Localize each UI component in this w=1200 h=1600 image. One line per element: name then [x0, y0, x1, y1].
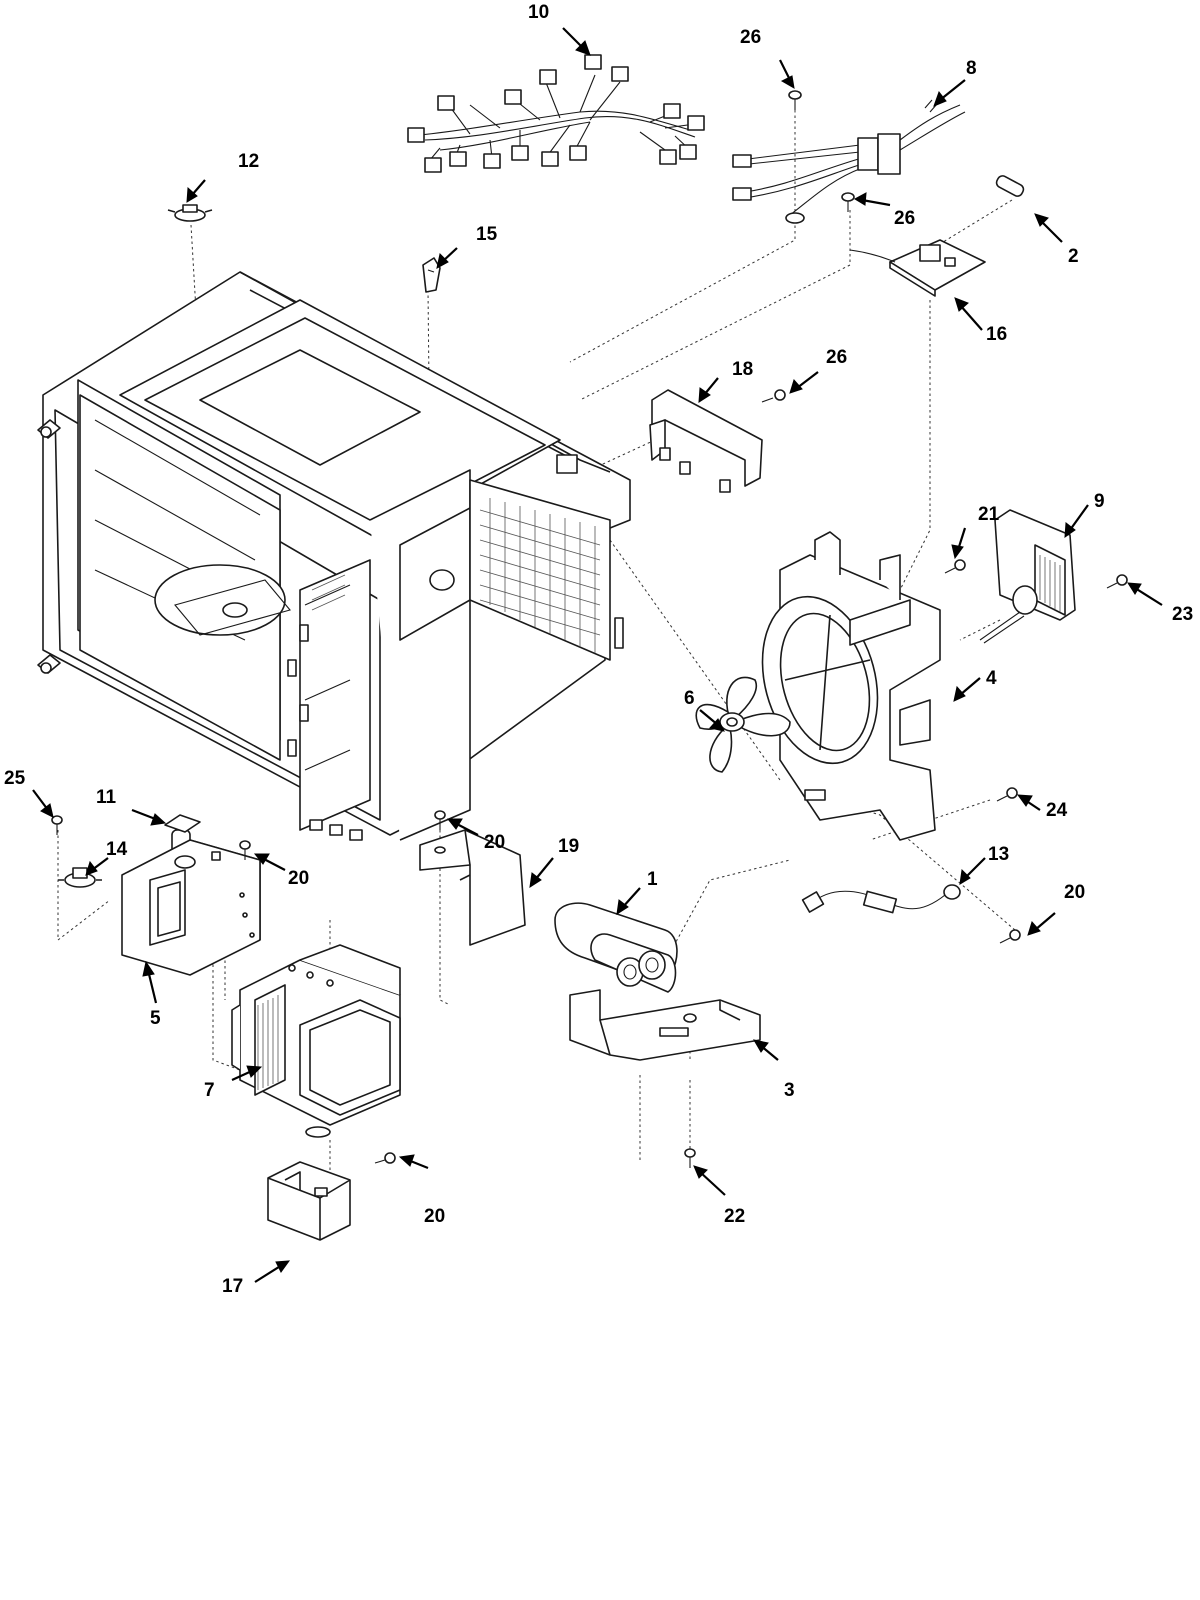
- fan-blade: [695, 676, 791, 773]
- callout-26a: 26: [740, 27, 761, 48]
- callout-20b: 20: [288, 868, 309, 889]
- callout-5: 5: [150, 1008, 161, 1029]
- callout-1: 1: [647, 869, 658, 890]
- screw-23: [1106, 574, 1128, 589]
- callout-20a: 20: [484, 832, 505, 853]
- hv-transformer: [231, 944, 401, 1138]
- callout-20d: 20: [424, 1206, 445, 1227]
- screw-24: [996, 787, 1018, 802]
- callout-11: 11: [96, 787, 117, 808]
- duct-cover: [649, 389, 763, 493]
- callout-10: 10: [528, 2, 549, 23]
- callout-19: 19: [558, 836, 579, 857]
- noise-filter-board: [849, 239, 986, 297]
- screws: [51, 90, 1128, 1168]
- callout-26c: 26: [826, 347, 847, 368]
- screw-20d: [374, 1152, 396, 1164]
- callout-6: 6: [684, 688, 695, 709]
- screw-20a: [434, 810, 446, 830]
- callout-25: 25: [4, 768, 26, 789]
- hv-capacitor: [554, 902, 678, 993]
- callout-24: 24: [1046, 800, 1068, 821]
- callout-7: 7: [204, 1080, 215, 1101]
- screw-20c: [999, 929, 1021, 944]
- callout-15: 15: [476, 224, 498, 245]
- oven-cavity: [37, 271, 631, 841]
- callout-18: 18: [732, 359, 753, 380]
- callout-2: 2: [1068, 246, 1079, 267]
- side-vent: [311, 574, 346, 611]
- callout-20c: 20: [1064, 882, 1085, 903]
- callout-13: 13: [988, 844, 1009, 865]
- screw-25: [51, 815, 63, 835]
- screw-21: [944, 559, 966, 574]
- fan-motor: [979, 509, 1076, 644]
- lamp-socket-clip: [422, 257, 441, 293]
- callout-arrows: [32, 27, 1163, 1283]
- vent-grille: [479, 498, 601, 653]
- callout-14: 14: [106, 839, 128, 860]
- callout-8: 8: [966, 58, 977, 79]
- magnetron-bracket: [419, 829, 526, 946]
- callout-3: 3: [784, 1080, 795, 1101]
- screw-26b: [841, 192, 855, 212]
- screw-22: [684, 1148, 696, 1168]
- callout-26b: 26: [894, 208, 915, 229]
- thermostat-top: [167, 204, 213, 222]
- capacitor-bracket: [569, 989, 761, 1061]
- callout-12: 12: [238, 151, 259, 172]
- callout-21: 21: [978, 504, 1000, 525]
- callout-23: 23: [1172, 604, 1193, 625]
- hv-diode: [801, 884, 961, 914]
- screw-26a: [788, 90, 802, 110]
- fuse: [995, 175, 1025, 197]
- callout-17: 17: [222, 1276, 243, 1297]
- fan-duct-bracket: [761, 531, 941, 841]
- callout-labels: 10 26 8 12 26 2 15 16 18 26 21 9 23 6 4 …: [4, 2, 1193, 1297]
- power-cord: [732, 99, 966, 224]
- wire-harness: [407, 54, 705, 173]
- callout-4: 4: [986, 668, 997, 689]
- screw-26c: [761, 389, 786, 403]
- terminal-cover: [267, 1161, 351, 1241]
- interlock-switch-bracket: [121, 839, 261, 976]
- screw-20b: [239, 840, 251, 860]
- callout-22: 22: [724, 1206, 745, 1227]
- callout-16: 16: [986, 324, 1007, 345]
- callout-9: 9: [1094, 491, 1105, 512]
